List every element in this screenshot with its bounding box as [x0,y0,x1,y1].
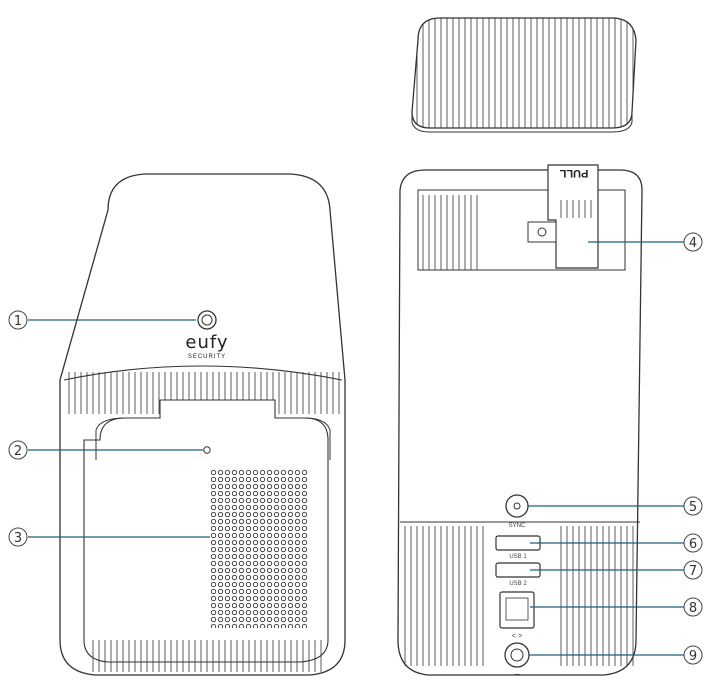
front-inner-handle-right [275,417,331,460]
svg-text:7: 7 [689,564,697,579]
callout-8: 8 [530,597,703,617]
usb1-label: USB 1 [509,554,527,560]
front-grille-top-edge [63,365,343,381]
power-port-outer [504,642,530,668]
front-body-outline [59,173,346,676]
callout-9: 9 [529,645,703,665]
callout-5: 5 [528,496,703,516]
callout-1: 1 [8,310,196,330]
svg-text:5: 5 [689,500,697,515]
right-callouts: 4 5 6 7 8 9 [528,232,703,665]
brand-logo-word: eufy [185,332,228,353]
callout-3: 3 [8,527,210,547]
front-button-inner [201,314,213,326]
removed-lid [411,17,637,133]
sync-button-inner [513,502,521,510]
brand-logo-sub: SECURITY [188,354,226,360]
front-bottom-grille [92,640,324,672]
left-callouts: 1 2 3 [8,310,210,547]
sync-label: SYNC [509,523,526,529]
power-label: ⎓ [514,672,520,679]
front-inner-handle-left [95,417,160,460]
back-view-device: PULL SYNC USB 1 USB 2 <·> ⎓ [397,164,643,679]
ethernet-port [499,591,535,629]
sync-button-outer [505,494,529,518]
status-led [203,446,211,454]
callout-4: 4 [588,232,703,252]
front-view-device: eufy SECURITY [59,173,346,676]
usb2-label: USB 2 [509,581,527,587]
svg-text:9: 9 [689,649,697,664]
ethernet-label: <·> [512,633,523,640]
pull-label: PULL [559,167,588,179]
svg-text:3: 3 [14,531,22,546]
power-port-inner [510,648,524,662]
svg-text:8: 8 [689,601,697,616]
svg-text:2: 2 [14,444,22,459]
svg-text:6: 6 [689,537,697,552]
front-speaker-grid [210,468,308,628]
cavity-vent [420,195,482,270]
callout-7: 7 [530,560,703,580]
pull-drive: PULL [527,164,599,269]
callout-6: 6 [530,533,703,553]
svg-text:4: 4 [689,236,697,251]
front-button-outer [197,310,217,330]
callout-2: 2 [8,440,203,460]
svg-text:1: 1 [14,314,22,329]
